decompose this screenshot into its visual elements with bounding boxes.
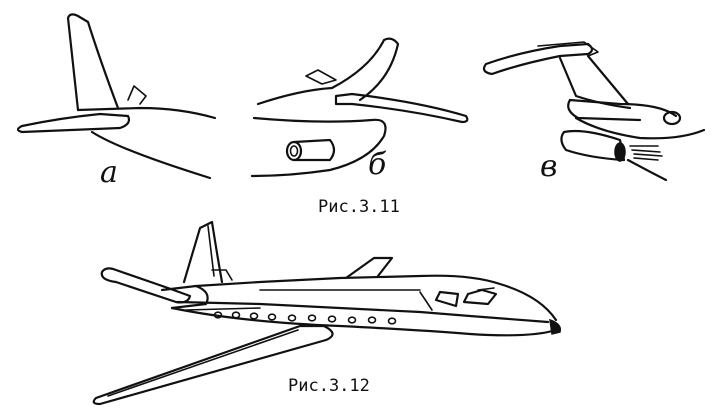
stabilizer-a <box>16 112 131 134</box>
airliner-cockpit-window-2 <box>462 288 498 306</box>
engine-pylon-v <box>568 98 678 118</box>
fin-a <box>66 13 120 112</box>
caption-figure-3-11: Рис.3.11 <box>318 197 400 217</box>
airliner-fin <box>182 220 224 284</box>
tail-variant-v-drawing <box>482 41 706 182</box>
airliner-drawing <box>92 220 562 406</box>
tail-variant-a-drawing <box>16 13 217 180</box>
airliner-engine <box>160 284 209 310</box>
airliner-stabilizer <box>100 267 192 304</box>
airliner-nose <box>549 318 562 335</box>
fuselage-bottom-v <box>574 116 706 140</box>
fuselage-bottom-b <box>250 116 387 178</box>
variant-v-label: в <box>540 149 558 184</box>
airliner-cheatline <box>176 300 550 324</box>
tail-variant-b-drawing <box>250 37 469 178</box>
fuselage-top-b <box>256 37 400 106</box>
fuselage-top-a <box>76 106 217 120</box>
stabilizer-v <box>482 42 594 76</box>
airliner-cockpit-window-1 <box>434 290 460 308</box>
stabilizer-b <box>334 92 469 124</box>
airliner-fuselage-top <box>194 274 558 322</box>
airliner-dorsal-fin <box>344 256 394 280</box>
airliner-wing <box>92 324 334 406</box>
airliner-windows <box>213 311 397 325</box>
fuselage-bottom-a <box>90 130 212 180</box>
caption-figure-3-12: Рис.3.12 <box>288 376 370 396</box>
variant-b-label: б <box>368 147 387 182</box>
variant-a-label: а <box>100 155 118 190</box>
airliner-fuselage-bottom <box>170 306 558 337</box>
engine-nacelle-v <box>560 129 626 162</box>
engine-nacelle-b <box>292 138 336 162</box>
jet-exhaust-v <box>629 145 663 161</box>
